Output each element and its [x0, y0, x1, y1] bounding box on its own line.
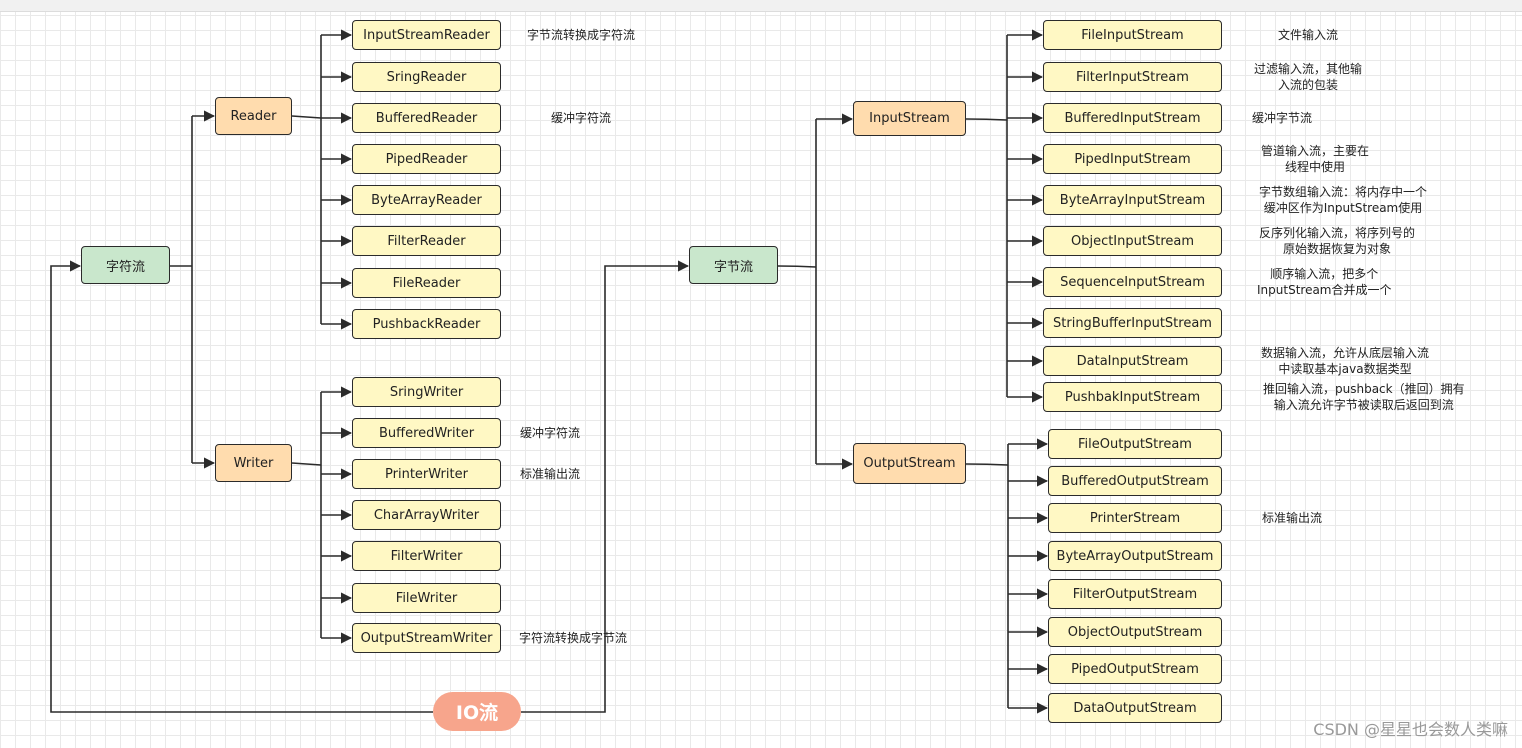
node-bytearrayreader: ByteArrayReader [352, 185, 501, 215]
node-objectinputstream: ObjectInputStream [1043, 226, 1222, 256]
node-pipedinputstream: PipedInputStream [1043, 144, 1222, 174]
node-filteroutputstream: FilterOutputStream [1048, 579, 1222, 609]
node-filterinputstream: FilterInputStream [1043, 62, 1222, 92]
edge-writer-stem [291, 462, 322, 466]
note-pipedinputstream: 管道输入流，主要在线程中使用 [1261, 144, 1370, 174]
edge-root-to-byte [521, 260, 690, 713]
note-datainputstream: 数据输入流，允许从底层输入流中读取基本java数据类型 [1261, 346, 1430, 376]
node-chararraywriter: CharArrayWriter [352, 500, 501, 530]
node-filewriter: FileWriter [352, 583, 501, 613]
edge-reader-stem [291, 115, 322, 119]
node-reader: Reader [215, 97, 292, 135]
note-printerwriter: 标准输出流 [520, 467, 581, 481]
node-sequenceinputstream: SequenceInputStream [1043, 267, 1222, 297]
node-bufferedwriter: BufferedWriter [352, 418, 501, 448]
note-filterinputstream: 过滤输入流，其他输入流的包装 [1254, 62, 1363, 92]
node-pipedoutputstream: PipedOutputStream [1048, 654, 1222, 684]
node-bytearrayoutputstream: ByteArrayOutputStream [1048, 541, 1222, 571]
node-filterwriter: FilterWriter [352, 541, 501, 571]
node-inputstreamreader: InputStreamReader [352, 20, 501, 50]
note-bufferedinputstream: 缓冲字节流 [1252, 111, 1313, 125]
node-objectoutputstream: ObjectOutputStream [1048, 617, 1222, 647]
node-io-root: IO流 [433, 692, 521, 731]
edge-output-stem [965, 463, 1009, 466]
note-bytearrayinputstream: 字节数组输入流：将内存中一个缓冲区作为InputStream使用 [1259, 185, 1428, 215]
node-printerstream: PrinterStream [1048, 503, 1222, 533]
watermark: CSDN @星星也会数人类嘛 [1313, 720, 1508, 739]
edge-byte-stem [777, 265, 817, 268]
node-fileinputstream: FileInputStream [1043, 20, 1222, 50]
node-fileoutputstream: FileOutputStream [1048, 429, 1222, 459]
node-bufferedreader: BufferedReader [352, 103, 501, 133]
node-printerwriter: PrinterWriter [352, 459, 501, 489]
top-toolbar-strip [0, 0, 1522, 12]
note-fileinputstream: 文件输入流 [1278, 28, 1339, 42]
note-bufferedreader: 缓冲字符流 [551, 111, 612, 125]
note-objectinputstream: 反序列化输入流，将序列号的原始数据恢复为对象 [1259, 226, 1416, 256]
node-outputstreamwriter: OutputStreamWriter [352, 623, 501, 653]
node-pushbakinputstream: PushbakInputStream [1043, 382, 1222, 412]
node-dataoutputstream: DataOutputStream [1048, 693, 1222, 723]
node-datainputstream: DataInputStream [1043, 346, 1222, 376]
note-printerstream: 标准输出流 [1262, 511, 1323, 525]
node-pipedreader: PipedReader [352, 144, 501, 174]
node-bufferedinputstream: BufferedInputStream [1043, 103, 1222, 133]
node-writer: Writer [215, 444, 292, 482]
node-outputstream: OutputStream [853, 443, 966, 484]
node-pushbackreader: PushbackReader [352, 309, 501, 339]
note-pushbakinputstream: 推回输入流，pushback（推回）拥有输入流允许字节被读取后返回到流 [1263, 382, 1465, 412]
note-outputstreamwriter: 字符流转换成字节流 [519, 631, 628, 645]
node-inputstream: InputStream [853, 101, 966, 136]
node-sringwriter: SringWriter [352, 377, 501, 407]
node-filereader: FileReader [352, 268, 501, 298]
node-filterreader: FilterReader [352, 226, 501, 256]
node-stringbufferinputstream: StringBufferInputStream [1043, 308, 1222, 338]
node-bufferedoutputstream: BufferedOutputStream [1048, 466, 1222, 496]
note-inputstreamreader: 字节流转换成字符流 [527, 28, 636, 42]
note-bufferedwriter: 缓冲字符流 [520, 426, 581, 440]
edge-input-stem [965, 118, 1008, 121]
node-byte-stream: 字节流 [689, 246, 778, 284]
node-sringreader: SringReader [352, 62, 501, 92]
node-bytearrayinputstream: ByteArrayInputStream [1043, 185, 1222, 215]
edge-root-to-char [50, 260, 433, 713]
node-char-stream: 字符流 [81, 246, 170, 284]
